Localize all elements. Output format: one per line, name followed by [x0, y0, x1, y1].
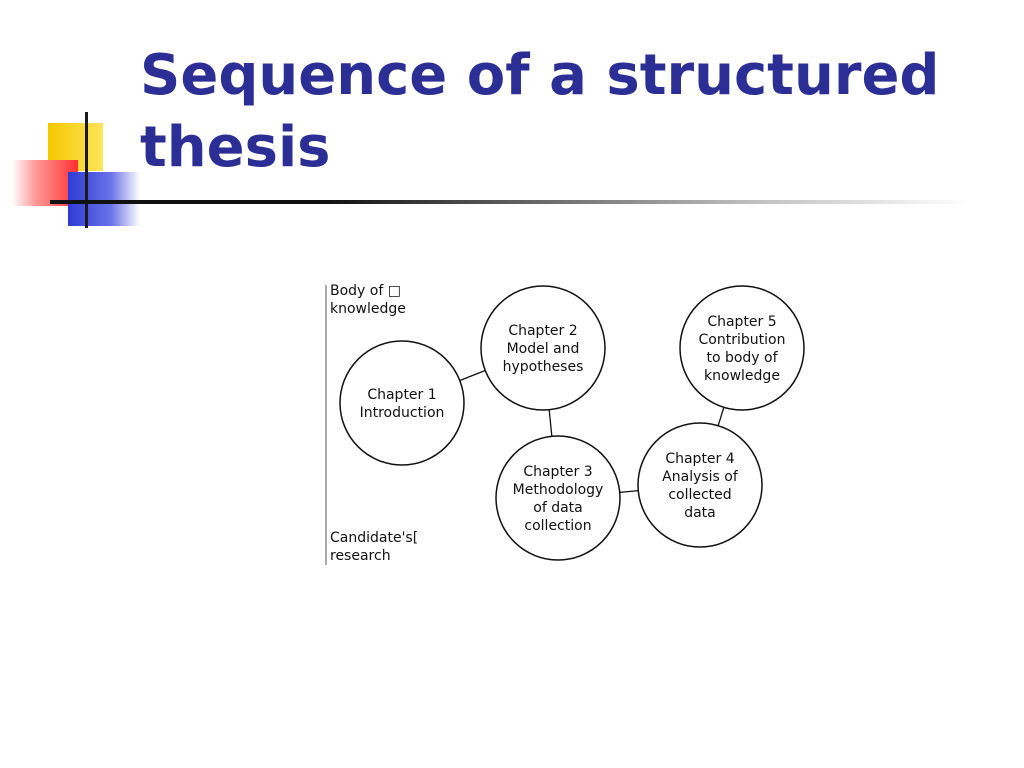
- vertical-rule: [85, 112, 88, 228]
- chapter-1-label-line: Introduction: [360, 405, 445, 421]
- chapter-5-label-line: knowledge: [704, 368, 780, 384]
- chapter-5-label-line: to body of: [706, 350, 778, 366]
- chapter-4-label-line: data: [684, 505, 716, 521]
- chapter-2-label-line: Model and: [507, 341, 580, 357]
- chapter-2-label-line: hypotheses: [503, 359, 584, 375]
- axis-label-top: Body of □ knowledge: [330, 283, 406, 317]
- red-square-decoration: [12, 160, 78, 206]
- chapter-2-circle: [480, 285, 606, 411]
- chapter-4-label-line: collected: [668, 487, 731, 503]
- connector-ch2-ch3: [548, 409, 553, 437]
- chapter-3-circle: [495, 435, 621, 561]
- axis-label-bottom: Candidate's[ research: [330, 530, 418, 564]
- connector-ch1-ch2: [459, 369, 486, 382]
- chapter-5-label: Chapter 5 Contribution to body of knowledge: [699, 314, 786, 384]
- slide-title: Sequence of a structured thesis: [140, 43, 940, 180]
- chapter-1-label-line: Chapter 1: [367, 387, 436, 403]
- chapter-5-label-line: Contribution: [699, 332, 786, 348]
- chapter-2-label-line: Chapter 2: [508, 323, 577, 339]
- chapter-3-label-line: Methodology: [513, 482, 604, 498]
- chapter-5-circle: [679, 285, 805, 411]
- chapter-1-circle: [339, 340, 465, 466]
- chapter-4-label-line: Analysis of: [662, 469, 739, 485]
- axis-label-top-line: Body of □: [330, 283, 401, 299]
- chapter-1-label: Chapter 1 Introduction: [360, 387, 445, 421]
- axis-label-bottom-line: research: [330, 548, 391, 564]
- chapter-3-label-line: Chapter 3: [523, 464, 592, 480]
- chapter-4-label-line: Chapter 4: [665, 451, 734, 467]
- axis-label-bottom-line: Candidate's[: [330, 530, 418, 546]
- chapter-4-circle: [637, 422, 763, 548]
- chapter-4-label: Chapter 4 Analysis of collected data: [662, 451, 739, 521]
- blue-square-decoration: [68, 172, 140, 226]
- chapter-5-label-line: Chapter 5: [707, 314, 776, 330]
- chapter-3-label-line: of data: [533, 500, 582, 516]
- axis-label-top-line: knowledge: [330, 301, 406, 317]
- connector-ch3-ch4: [619, 490, 639, 493]
- chapter-3-label-line: collection: [524, 518, 591, 534]
- title-underline-rule: [50, 200, 970, 204]
- connector-ch4-ch5: [717, 407, 725, 426]
- chapter-2-label: Chapter 2 Model and hypotheses: [503, 323, 584, 375]
- chapter-3-label: Chapter 3 Methodology of data collection: [513, 464, 604, 534]
